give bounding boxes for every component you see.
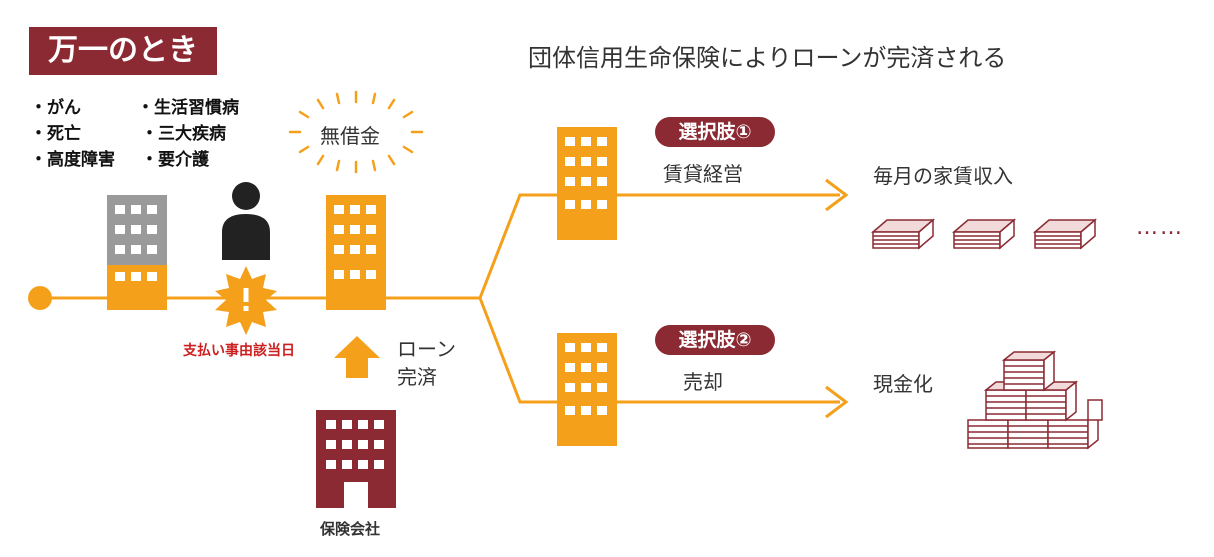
no-debt-label: 無借金 [320, 124, 380, 148]
option2-result: 現金化 [873, 372, 933, 396]
building-icon [557, 127, 617, 240]
option1-action: 賃貸経営 [663, 162, 743, 186]
condition-item: ・三大疾病 [141, 124, 226, 144]
person-icon [222, 182, 270, 260]
option2-action: 売却 [683, 370, 723, 394]
arrow-head-option2 [825, 385, 849, 419]
money-stack-icon [1032, 218, 1098, 250]
up-arrow-icon [334, 336, 380, 378]
building-icon [316, 410, 396, 508]
option1-badge: 選択肢① [655, 117, 775, 147]
event-date-label: 支払い事由該当日 [183, 343, 295, 359]
building-icon [326, 195, 386, 310]
building-icon [557, 333, 617, 446]
loan-label-line2: 完済 [397, 365, 437, 389]
condition-item: ・がん [30, 98, 81, 118]
money-stack-icon [951, 218, 1017, 250]
main-heading: 団体信用生命保険によりローンが完済される [528, 44, 1007, 72]
condition-item: ・要介護 [141, 150, 209, 170]
branch-line-option1 [478, 193, 840, 299]
alert-burst-icon [215, 266, 277, 335]
option2-badge: 選択肢② [655, 325, 775, 355]
condition-item: ・死亡 [30, 124, 81, 144]
ellipsis: …… [1136, 215, 1184, 240]
loan-label-line1: ローン [397, 337, 456, 361]
arrow-head-option1 [825, 178, 849, 212]
condition-item: ・高度障害 [30, 150, 115, 170]
branch-line-option2 [478, 297, 840, 404]
money-stack-icon [967, 350, 1103, 450]
section-title-tag: 万一のとき [29, 27, 217, 75]
option1-result: 毎月の家賃収入 [873, 164, 1013, 188]
timeline-start-dot [28, 286, 52, 310]
condition-item: ・生活習慣病 [137, 98, 239, 118]
sparkle-rays [288, 90, 424, 174]
building-icon [107, 195, 167, 310]
insurer-label: 保険会社 [320, 520, 381, 538]
money-stack-icon [870, 218, 936, 250]
